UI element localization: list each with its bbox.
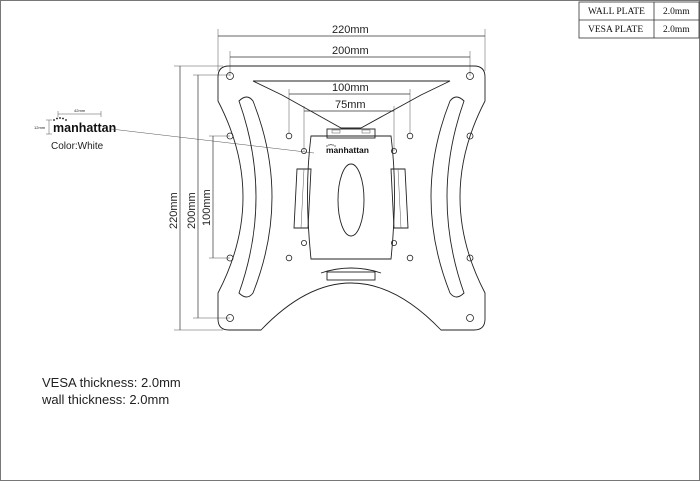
dim-width-inner: 200mm: [332, 45, 369, 57]
center-oval: [337, 163, 365, 237]
dim-height-inner: 200mm: [186, 192, 198, 229]
sunburst-icon: [53, 117, 67, 121]
dim-height-outer: 220mm: [168, 192, 180, 229]
mounting-holes: [226, 72, 474, 322]
left-slot: [238, 96, 273, 298]
dim-vesa-100: 100mm: [332, 82, 369, 94]
logo-leader-line: [110, 128, 315, 154]
right-vesa-slot: [390, 168, 409, 229]
spec-table-row-2-label: VESA PLATE: [588, 25, 643, 35]
color-caption: Color:White: [51, 141, 104, 152]
plate-logo: manhattan: [326, 144, 369, 155]
spec-table-row-2-value: 2.0mm: [663, 25, 690, 35]
vertical-dimensions: 220mm 200mm 100mm: [168, 65, 230, 331]
note-wall-thickness: wall thickness: 2.0mm: [41, 392, 169, 407]
logo-height-label: 12mm: [34, 125, 46, 130]
plate-logo-text: manhattan: [326, 145, 369, 155]
logo-width-label: 42mm: [74, 108, 86, 113]
thickness-notes: VESA thickness: 2.0mm wall thickness: 2.…: [41, 375, 181, 407]
logo-detail: 42mm 12mm manhattan Color:White: [34, 108, 315, 154]
logo-brand-text: manhattan: [53, 121, 116, 135]
right-slot: [430, 96, 465, 298]
dim-height-vesa: 100mm: [201, 189, 213, 226]
spec-table-row-1-value: 2.0mm: [663, 7, 690, 17]
dim-vesa-75: 75mm: [335, 99, 366, 111]
top-cutout: [252, 80, 451, 129]
wall-plate: manhattan: [217, 65, 486, 331]
spec-table: WALL PLATE 2.0mm VESA PLATE 2.0mm: [578, 1, 700, 39]
horizontal-dimensions: 220mm 200mm 100mm 75mm: [217, 24, 486, 151]
left-vesa-slot: [293, 168, 312, 229]
note-vesa-thickness: VESA thickness: 2.0mm: [42, 375, 181, 390]
top-tab: [326, 128, 376, 139]
vesa-plate: [307, 135, 395, 260]
dim-width-outer: 220mm: [332, 24, 369, 36]
spec-table-row-1-label: WALL PLATE: [588, 7, 645, 17]
